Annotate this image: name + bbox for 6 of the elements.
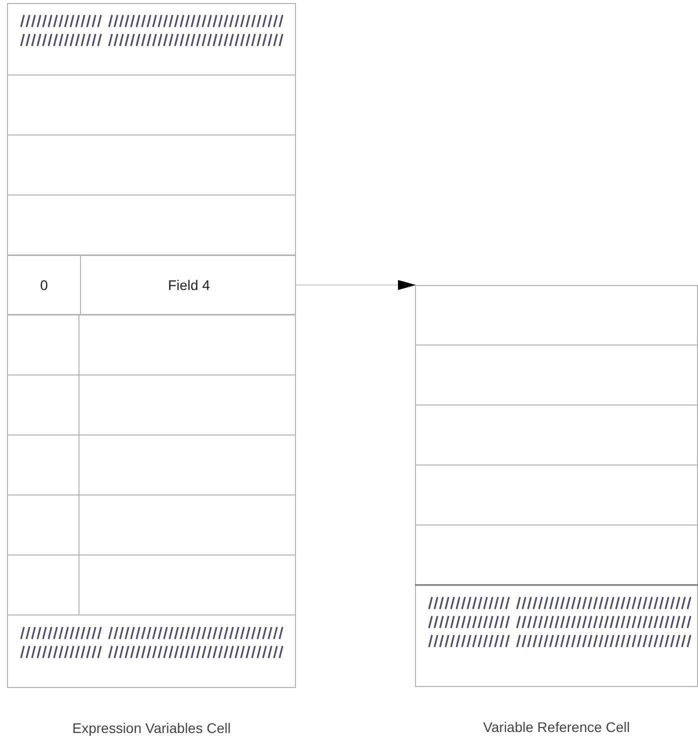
arrow (296, 280, 416, 290)
field-label: Field 4 (168, 277, 210, 293)
field-row (7, 255, 296, 315)
index-number: 0 (40, 277, 48, 293)
cell-caption: Variable Reference Cell (482, 719, 631, 735)
cell-caption: Expression Variables Cell (71, 720, 232, 736)
